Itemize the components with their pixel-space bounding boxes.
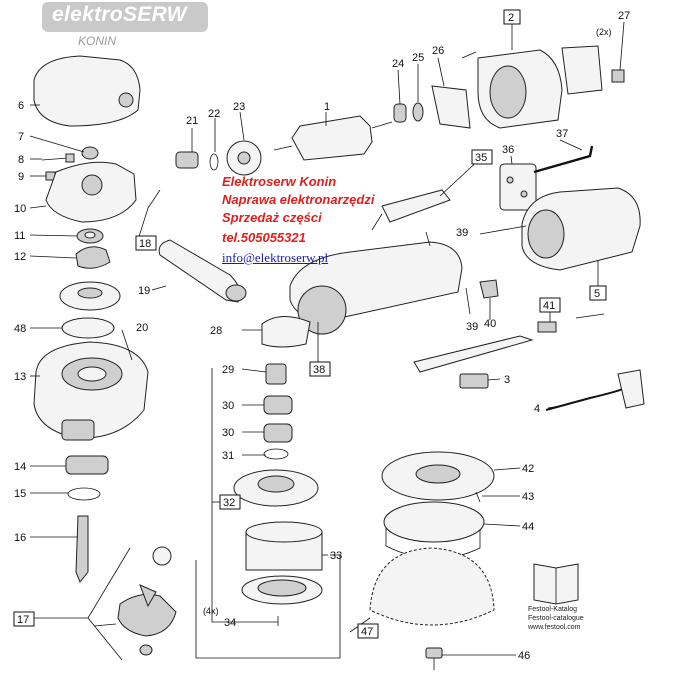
part-label: 12	[14, 251, 26, 263]
part-label: 16	[14, 532, 26, 544]
part-label: 44	[522, 521, 534, 533]
overlay-service: Naprawa elektronarzędzi	[222, 192, 375, 207]
part-label: 21	[186, 115, 198, 127]
quantity-label: (2x)	[596, 27, 612, 37]
part-label: 11	[14, 230, 25, 242]
part-label: 14	[14, 461, 26, 473]
quantity-label: (4x)	[203, 606, 219, 616]
part-label: 42	[522, 463, 534, 475]
part-label: 48	[14, 323, 26, 335]
part-label: 36	[502, 144, 514, 156]
part-label: 30	[222, 400, 234, 412]
assembly-label: 2	[508, 12, 514, 24]
part-label: 33	[330, 550, 342, 562]
part-label: 31	[222, 450, 234, 462]
overlay-parts: Sprzedaż części	[222, 210, 322, 225]
catalog-line-1: Festool-Katalog	[528, 606, 578, 613]
overlay-phone: tel.505055321	[222, 230, 306, 245]
part-label: 13	[14, 371, 26, 383]
part-label: 6	[18, 100, 24, 112]
part-label: 39	[466, 321, 478, 333]
part-label: 24	[392, 58, 404, 70]
part-drawings	[33, 45, 645, 670]
part-label: 34	[224, 617, 236, 629]
elektroserw-logo: elektroSERW KONIN	[42, 0, 208, 52]
logo-banner	[42, 2, 208, 32]
overlay-company: Elektroserw Konin	[222, 174, 337, 189]
part-label: 10	[14, 203, 26, 215]
part-label: 43	[522, 491, 534, 503]
assembly-label: 5	[594, 288, 600, 300]
part-label: 39	[456, 227, 468, 239]
assembly-label: 18	[139, 238, 151, 250]
part-label: 27	[618, 10, 630, 22]
part-label: 4	[534, 403, 540, 415]
part-label: 37	[556, 128, 568, 140]
catalog-line-3: www.festool.com	[528, 624, 581, 631]
part-label: 29	[222, 364, 234, 376]
part-label: 19	[138, 285, 150, 297]
part-label: 28	[210, 325, 222, 337]
part-number-labels: 1 3 4 6 7 8 9 10 11 12 13 14 15 16 19 20…	[14, 10, 630, 662]
assembly-label: 17	[17, 614, 29, 626]
part-label: 40	[484, 318, 496, 330]
assembly-label: 47	[361, 626, 373, 638]
part-label: 46	[518, 650, 530, 662]
assembly-label: 41	[543, 300, 555, 312]
assembly-label: 38	[313, 364, 325, 376]
logo-city-text: KONIN	[78, 34, 117, 48]
part-label: 8	[18, 154, 24, 166]
part-label: 9	[18, 171, 24, 183]
catalog-line-2: Festool-catalogue	[528, 615, 584, 622]
overlay-email-link[interactable]: info@elektroserw.pl	[222, 250, 329, 265]
part-label: 26	[432, 45, 444, 57]
part-label: 3	[504, 374, 510, 386]
part-label: 20	[136, 322, 148, 334]
assembly-labels: 2 5 17 18 32 35 38 41 47	[13, 9, 607, 639]
assembly-label: 32	[223, 497, 235, 509]
part-label: 1	[324, 101, 330, 113]
leader-lines	[29, 21, 625, 661]
logo-brand-text: elektroSERW	[52, 3, 187, 26]
part-label: 23	[233, 101, 245, 113]
part-label: 22	[208, 108, 220, 120]
part-label: 30	[222, 427, 234, 439]
assembly-label: 35	[475, 152, 487, 164]
part-label: 25	[412, 52, 424, 64]
part-label: 15	[14, 488, 26, 500]
part-label: 7	[18, 131, 24, 143]
